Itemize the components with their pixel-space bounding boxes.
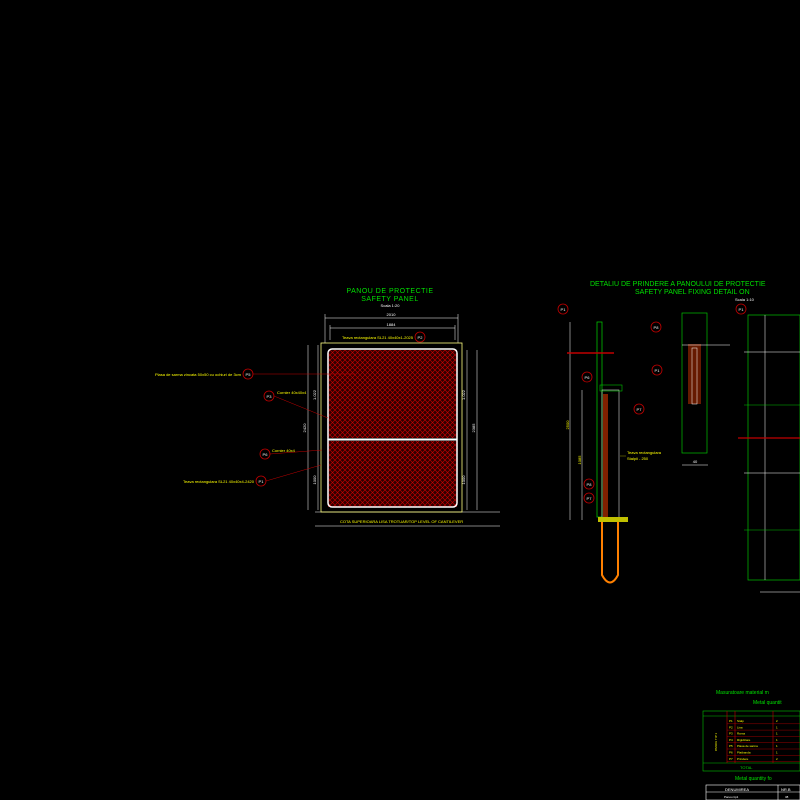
quantity-footer-title: Metal quantity fo [735,776,772,782]
cell-name: Stalp [737,719,744,723]
cell-qty: 1 [776,744,778,748]
cell-id: P4 [729,738,733,742]
tag-p3: P3 Cornier 40x40x4 [263,390,329,419]
fixing-detail: DETALIU DE PRINDERE A PANOULUI DE PROTEC… [557,281,800,593]
panel-scale: Scala 1:20 [381,303,401,308]
cell-qty: 1 [776,732,778,736]
svg-text:P1: P1 [739,307,745,312]
svg-text:P7: P7 [637,407,643,412]
summary-row-2: 38 [785,795,789,799]
bottom-level-note: COTA SUPERIOARA LISA TROTUAR/TOP LEVEL O… [340,519,463,524]
dim-right-total: 2385 [471,423,476,433]
cell-id: P3 [729,732,733,736]
quantity-title-en: Metal quantit [753,700,782,706]
cell-id: P6 [729,751,733,755]
total-label: TOTAL [740,765,753,770]
svg-text:P1: P1 [561,307,567,312]
svg-text:P1: P1 [655,368,661,373]
svg-text:40: 40 [693,459,698,464]
tag-p6: P6 Cornier 40x4 [259,448,323,460]
dim-left-total: 2420 [302,423,307,433]
svg-text:Cornier 40x40x4: Cornier 40x40x4 [277,390,307,395]
dim-right-bottom: 1000 [461,475,466,485]
u-bolt-icon [601,522,619,584]
cell-qty: 2 [776,757,778,761]
svg-text:P3: P3 [267,394,273,399]
svg-text:Stalpii - 250: Stalpii - 250 [627,456,649,461]
svg-text:Teava rectangulara SL21 40x40x: Teava rectangulara SL21 40x40x4-2420 [183,479,255,484]
cell-name: Plasa de sarma [737,744,758,748]
svg-text:1085: 1085 [577,455,582,465]
row-group-label: PANOU TIP 1 [714,733,718,752]
safety-panel-elevation: PANOU DE PROTECTIE SAFETY PANEL Scala 1:… [155,288,500,527]
tag-p1: P1 Teava rectangulara SL21 40x40x4-2420 [183,464,322,487]
tag-p5: P5 Plasa de sarma zincata 50x50 cu ochiu… [155,368,355,380]
panel-subtitle: SAFETY PANEL [361,296,418,303]
cell-qty: 1 [776,751,778,755]
svg-text:Cornier 40x4: Cornier 40x4 [272,448,296,453]
svg-text:2500: 2500 [565,420,570,430]
cell-name: Platbanda [737,751,751,755]
svg-text:P8: P8 [587,482,593,487]
quantity-table: Masuratoare material m Metal quantit PAN… [702,690,800,800]
cell-id: P5 [729,744,733,748]
detail-scale: Scala 1:10 [735,297,755,302]
cell-name: Lisa [737,725,743,729]
dim-overall: 2010 [387,312,397,317]
svg-text:P7: P7 [587,496,593,501]
cell-id: P2 [729,725,733,729]
cell-qty: 1 [776,725,778,729]
svg-text:P8: P8 [654,325,660,330]
table-row: P7 Prindere 2 [727,757,800,762]
panel-inner-frame [327,348,458,508]
tags-section-a: P1 P6 P7 P8 P7 [557,303,645,504]
post-section-c: P1 [735,303,800,593]
table-row: P3 Rama 1 [727,732,800,737]
table-row: P5 Plasa de sarma 1 [727,744,800,750]
table-row: P1 Stalp 2 [727,719,800,724]
svg-text:P2: P2 [418,335,424,340]
detail-subtitle: SAFETY PANEL FIXING DETAIL ON [635,289,750,296]
summary-header-2: NR.B [781,787,791,792]
dim-right-top: 1.022 [461,389,466,400]
dim-left-top: 1.022 [312,389,317,400]
panel-title: PANOU DE PROTECTIE [346,288,433,295]
svg-text:Plasa de sarma zincata 50x50 c: Plasa de sarma zincata 50x50 cu ochiuri … [155,372,242,377]
cell-name: Rama [737,732,745,736]
svg-text:P6: P6 [263,452,269,457]
svg-text:P1: P1 [259,479,265,484]
cell-name: Rigidizare [737,738,751,742]
panel-outer-frame [320,342,463,513]
cell-qty: 2 [776,719,778,723]
svg-text:P5: P5 [246,372,252,377]
table-row: P4 Rigidizare 1 [727,738,800,743]
tag-p2: P2 Teava rectangulara SL21 40x40x1-2025 [342,331,426,343]
quantity-title-ro: Masuratoare material m [716,690,769,696]
dim-inner: 1884 [387,322,397,327]
cell-qty: 1 [776,738,778,742]
dim-left-bottom: 1000 [312,475,317,485]
cell-id: P7 [729,757,733,761]
detail-title: DETALIU DE PRINDERE A PANOULUI DE PROTEC… [590,281,766,288]
svg-text:Teava rectangulara: Teava rectangulara [627,450,662,455]
summary-header-1: DENUMIREA [725,787,749,792]
svg-text:P6: P6 [585,375,591,380]
table-row: P2 Lisa 1 [727,725,800,731]
summary-row-1: Panou tip1 [724,795,739,799]
svg-text:Teava rectangulara SL21 40x40x: Teava rectangulara SL21 40x40x1-2025 [342,335,414,340]
post-section-a: 2500 1085 Teava rectangulara Stalpii - 2… [565,321,662,584]
table-row: P6 Platbanda 1 [727,751,800,756]
cell-name: Prindere [737,757,749,761]
post-section-b: 40 P8 P1 [650,312,730,466]
cell-id: P1 [729,719,733,723]
